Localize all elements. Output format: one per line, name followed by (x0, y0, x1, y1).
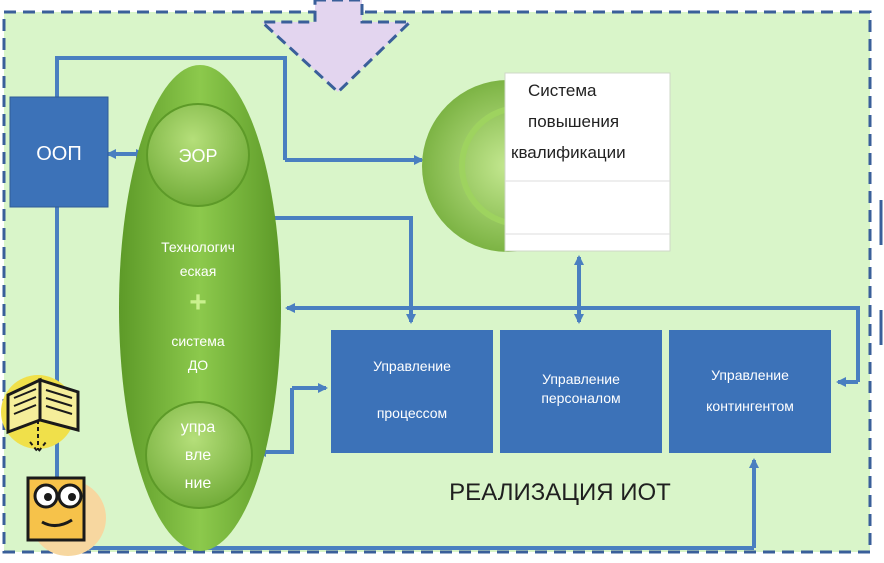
tech-line2: еская (180, 263, 217, 279)
connector-upr-process (256, 388, 294, 457)
plus-sign: + (189, 286, 207, 319)
qual-line2: повышения (528, 112, 619, 131)
realization-label: РЕАЛИЗАЦИЯ ИОТ (449, 479, 671, 506)
contingent-box (669, 330, 831, 453)
connector-contingent-loop (285, 303, 860, 382)
top-down-arrow (258, 0, 414, 95)
sys-line2: ДО (188, 357, 208, 373)
upr-circle (145, 401, 253, 509)
oop-label: ООП (36, 143, 82, 165)
zor-label: ЭОР (179, 146, 218, 166)
personnel-line2: персоналом (541, 390, 620, 406)
zor-circle (146, 103, 250, 207)
qual-line3: квалификации (511, 143, 626, 162)
qual-line1: Система (528, 81, 597, 100)
contingent-line1: Управление (711, 367, 789, 383)
sys-line1: система (171, 333, 224, 349)
connector-oop-to-top (55, 56, 287, 160)
upr-line3: ние (185, 475, 212, 492)
open-book-icon (1, 375, 80, 454)
student-face-icon (26, 476, 106, 556)
personnel-line1: Управление (542, 371, 620, 387)
qualification-card (504, 72, 671, 252)
oop-box (9, 96, 109, 208)
upr-line1: упра (181, 419, 216, 436)
upr-line2: вле (185, 447, 211, 464)
contingent-line2: контингентом (706, 398, 794, 414)
process-line1: Управление (373, 358, 451, 374)
tech-line1: Технологич (161, 239, 235, 255)
personnel-box (500, 330, 662, 453)
process-box (331, 330, 493, 453)
process-line2: процессом (377, 405, 447, 421)
